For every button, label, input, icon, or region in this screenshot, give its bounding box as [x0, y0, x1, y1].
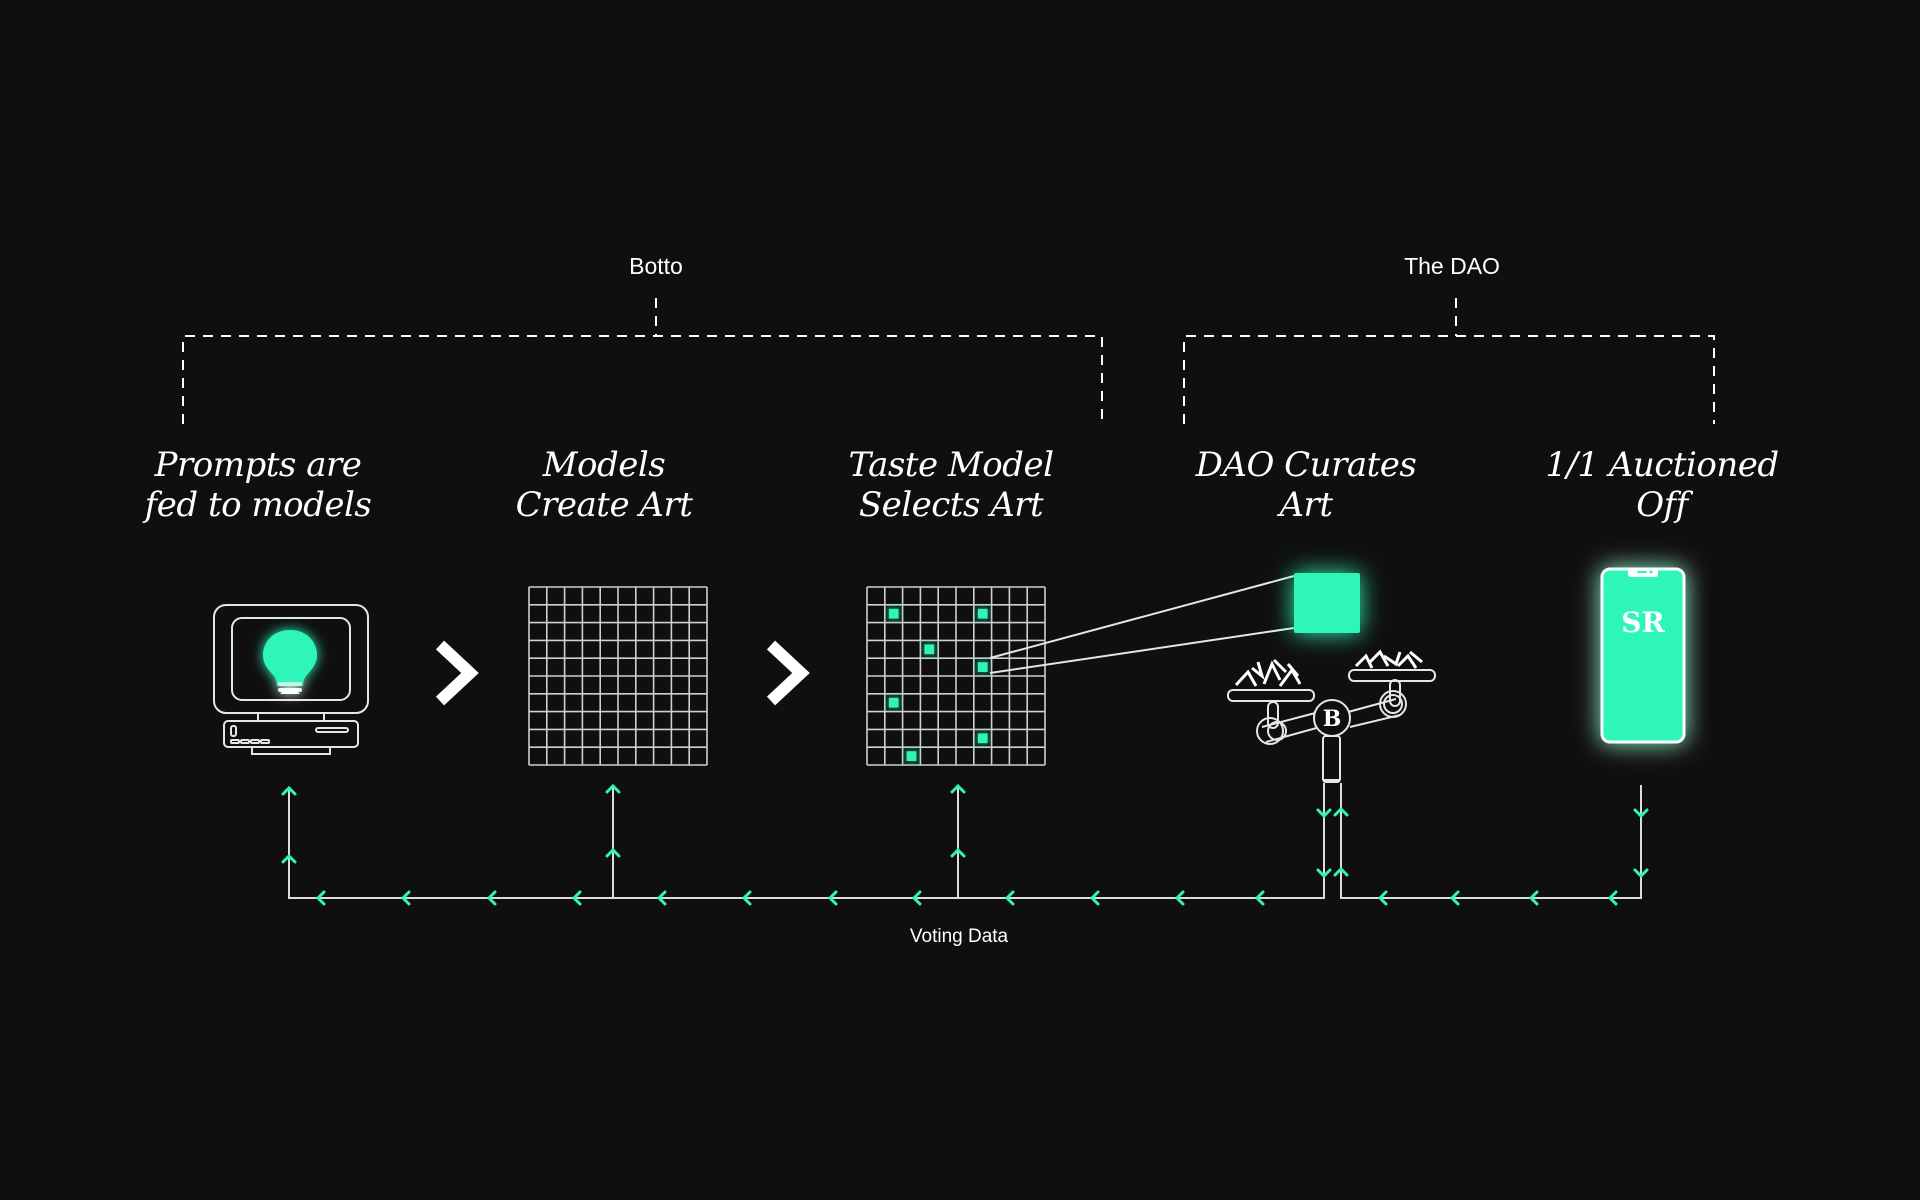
arrow-up-icon — [281, 785, 297, 796]
arrow-left-icon — [656, 890, 667, 906]
arrow-left-icon — [1004, 890, 1015, 906]
arrow-down-icon — [1633, 868, 1649, 879]
phone-logo: SR — [1621, 606, 1665, 639]
step-title-line: Prompts are — [154, 445, 362, 485]
selected-cell — [977, 662, 988, 672]
chevron-right-icon — [766, 640, 810, 706]
selected-cell — [906, 751, 917, 761]
step-title-prompts: Prompts are fed to models — [145, 445, 372, 525]
step-title-line: Selects Art — [858, 485, 1044, 525]
selected-cell — [924, 644, 935, 655]
step-title-taste: Taste Model Selects Art — [849, 445, 1054, 525]
voting-data-label: Voting Data — [909, 926, 1009, 947]
selected-art-square — [1294, 573, 1360, 633]
step-title-models: Models Create Art — [516, 445, 693, 525]
arrow-down-icon — [1316, 868, 1332, 879]
selected-cell — [977, 608, 988, 619]
arrow-left-icon — [1377, 890, 1388, 906]
step-title-line: Taste Model — [848, 445, 1054, 485]
arrow-up-icon — [950, 847, 966, 858]
arrow-left-icon — [1528, 890, 1539, 906]
arrow-left-icon — [1089, 890, 1100, 906]
arrow-left-icon — [1607, 890, 1618, 906]
arrow-up-icon — [281, 853, 297, 864]
voting-data-loop — [288, 783, 1642, 899]
arrow-down-icon — [1633, 808, 1649, 819]
art-pile-right — [1354, 649, 1423, 669]
arrow-up-icon — [605, 847, 621, 858]
arrow-up-icon — [1333, 806, 1349, 817]
step-title-line: 1/1 Auctioned — [1545, 445, 1779, 485]
lightbulb-icon — [263, 630, 317, 694]
selected-cell — [977, 733, 988, 744]
arrow-up-icon — [605, 783, 621, 794]
arrow-down-icon — [1316, 808, 1332, 819]
arrow-left-icon — [571, 890, 582, 906]
arrow-left-icon — [1254, 890, 1265, 906]
selected-grid-icon — [866, 586, 1046, 766]
arrow-up-icon — [1333, 866, 1349, 877]
arrow-left-icon — [741, 890, 752, 906]
selection-lines — [989, 575, 1295, 674]
arrow-up-icon — [950, 783, 966, 794]
grid-icon — [528, 586, 708, 766]
arrow-left-icon — [1449, 890, 1460, 906]
arrow-left-icon — [400, 890, 411, 906]
group-label-dao: The DAO — [1404, 253, 1500, 279]
selected-cell — [888, 608, 899, 619]
art-pile-left — [1234, 658, 1302, 687]
arrow-left-icon — [486, 890, 497, 906]
balance-scale-icon — [1227, 649, 1436, 783]
arrow-left-icon — [911, 890, 922, 906]
step-title-line: Models — [542, 445, 666, 485]
chevron-right-icon — [435, 640, 479, 706]
computer-lightbulb-icon — [213, 604, 369, 755]
loop-arrows — [281, 783, 1649, 906]
bracket-botto — [182, 298, 1103, 424]
step-title-line: Off — [1636, 485, 1688, 525]
phone-icon — [1600, 567, 1686, 744]
scale-badge: B — [1323, 706, 1342, 732]
arrow-left-icon — [315, 890, 326, 906]
arrow-left-icon — [1174, 890, 1185, 906]
step-title-line: DAO Curates — [1195, 445, 1417, 485]
bracket-dao — [1183, 298, 1715, 424]
step-title-auction: 1/1 Auctioned Off — [1545, 445, 1779, 525]
step-title-dao: DAO Curates Art — [1196, 445, 1417, 525]
step-title-line: fed to models — [144, 485, 372, 525]
step-title-line: Art — [1279, 485, 1333, 525]
step-title-line: Create Art — [515, 485, 693, 525]
group-label-botto: Botto — [629, 253, 683, 279]
arrow-left-icon — [827, 890, 838, 906]
selected-cell — [888, 697, 899, 708]
